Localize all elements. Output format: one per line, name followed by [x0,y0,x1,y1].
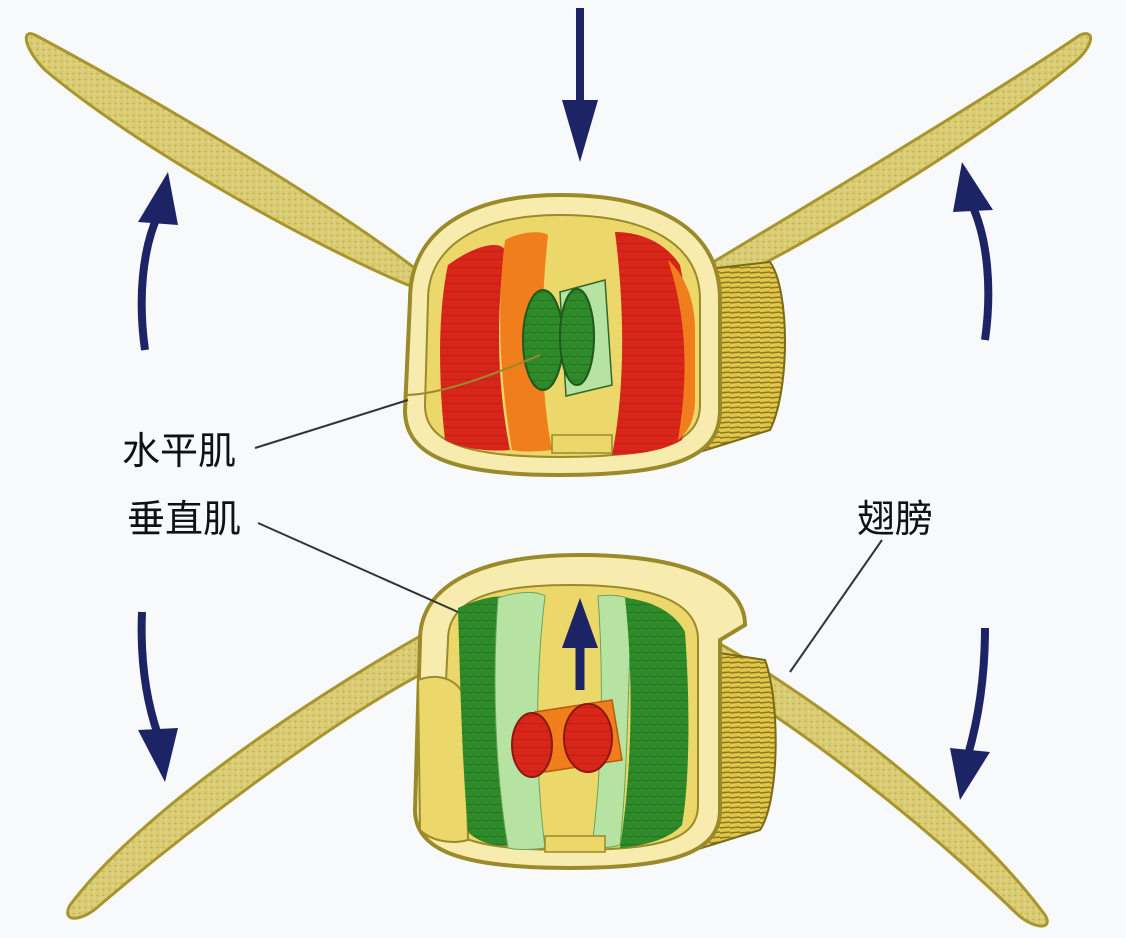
top-left-up-arrow [137,172,178,351]
top-right-up-arrow [953,162,993,341]
bottom-right-down-arrow [950,627,990,800]
top-down-arrow [562,8,598,162]
label-wing: 翅膀 [857,497,934,541]
bottom-horizontal-muscle [511,699,623,778]
leader-horizontal-muscle [254,399,409,449]
bottom-center-up-arrow [562,598,598,690]
bottom-left-wing [66,622,452,920]
bottom-thorax-group [66,552,1049,928]
label-horizontal-muscle: 水平肌 [122,429,237,473]
label-vertical-muscle: 垂直肌 [127,497,242,541]
top-right-wing [698,32,1092,292]
top-red-muscle-right [612,232,690,455]
leader-vertical-muscle [257,522,459,613]
top-orange-muscle-right [668,260,695,440]
leader-wing [789,539,883,673]
top-horizontal-muscle [522,279,613,397]
bottom-dark-green-muscle-right [620,598,689,848]
top-red-muscle-left [440,245,510,451]
top-thorax-group [24,8,1092,478]
leader-lines [254,399,883,673]
bottom-left-pad [416,675,470,843]
bottom-floor-strip [544,835,606,853]
bottom-left-down-arrow [137,611,178,782]
top-floor-strip [551,434,613,454]
bottom-right-wing [688,627,1049,928]
top-left-wing [24,32,433,292]
